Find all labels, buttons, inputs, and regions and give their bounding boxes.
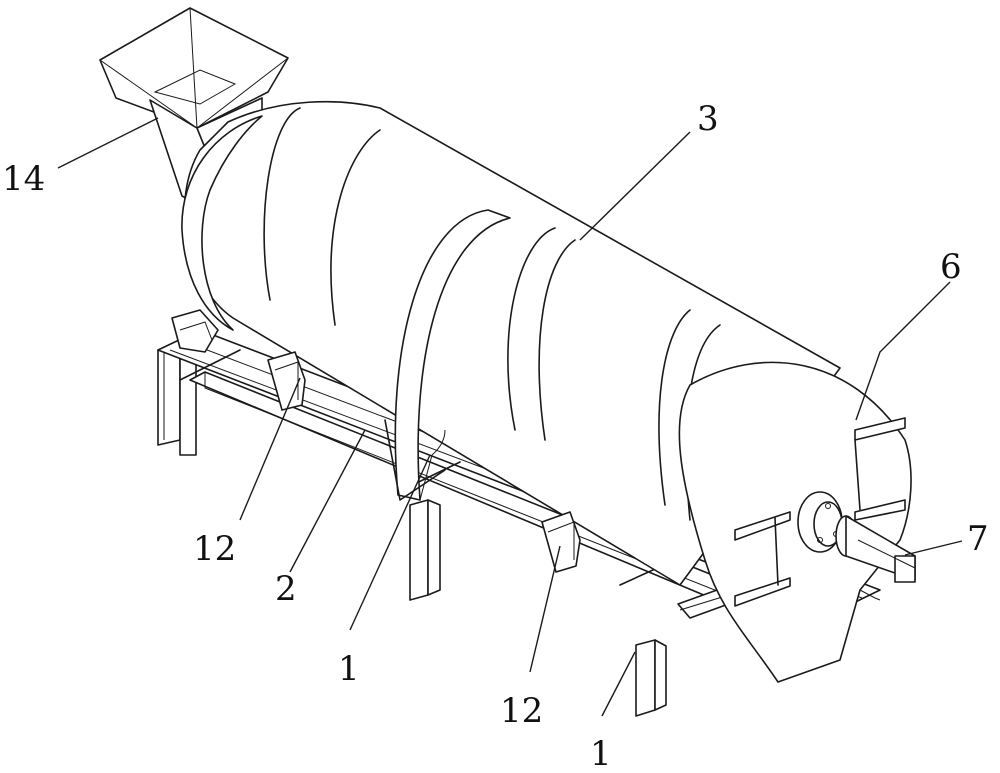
leader-lines (57, 117, 963, 717)
support-roller-right (541, 511, 581, 573)
drive-shaft (835, 515, 916, 583)
support-roller-left (171, 309, 306, 411)
label-support-left: 12 (193, 529, 236, 569)
end-cover (678, 361, 912, 683)
label-base-beam: 1 (590, 734, 612, 773)
label-frame: 2 (275, 569, 297, 609)
part-labels: 14 3 6 7 12 2 1 12 1 (2, 99, 989, 773)
label-hopper: 14 (2, 159, 45, 199)
rotary-drum (181, 100, 841, 586)
label-ring-front: 1 (338, 649, 360, 689)
label-shaft: 7 (967, 519, 989, 559)
label-support-right: 12 (500, 691, 543, 731)
label-end-cover: 6 (940, 247, 962, 287)
label-drum: 3 (697, 99, 719, 139)
